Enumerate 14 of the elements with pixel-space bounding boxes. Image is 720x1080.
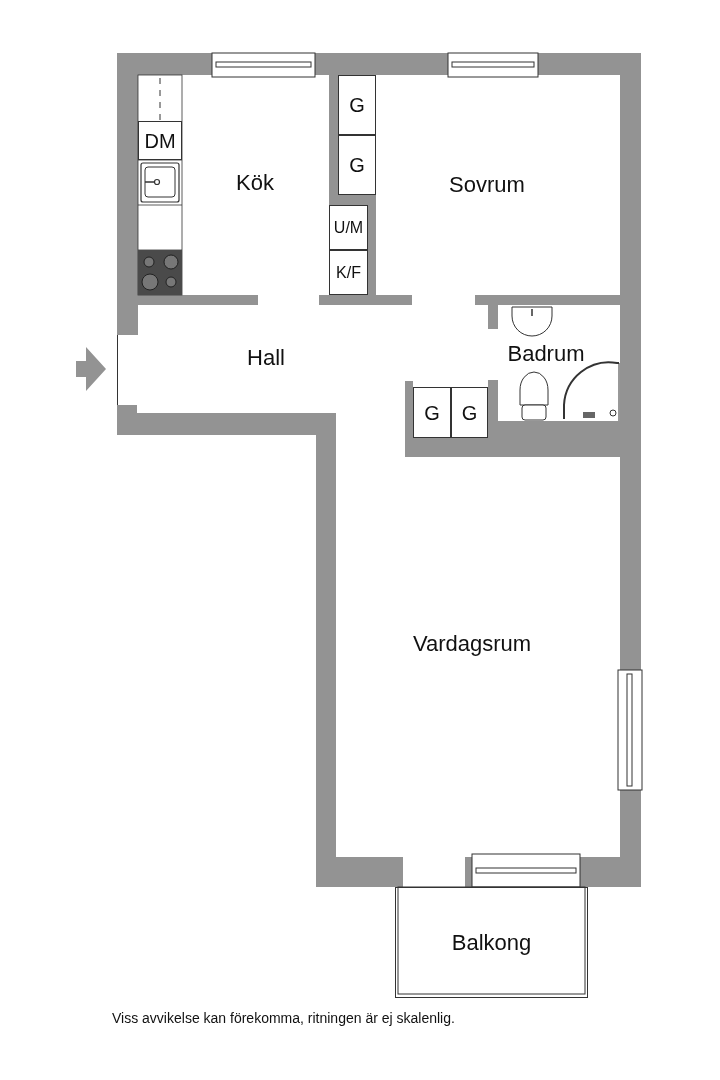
cabinet-box: G	[451, 387, 488, 438]
cabinet-box: DM	[138, 121, 182, 160]
room-name: Kök	[236, 168, 274, 197]
cabinet-box: G	[413, 387, 451, 438]
room-name: Hall	[247, 343, 285, 372]
balcony-area: Balkong	[395, 887, 588, 998]
cabinet-box: G	[338, 75, 376, 135]
cabinet-box: G	[338, 135, 376, 195]
cabinet-box: K/F	[329, 250, 368, 295]
room-name: Vardagsrum	[412, 629, 532, 658]
disclaimer-note: Viss avvikelse kan förekomma, ritningen är ej skalenlig.	[112, 1009, 455, 1028]
room-name: Sovrum	[449, 170, 525, 199]
room-name: Badrum	[507, 339, 585, 368]
cabinet-box: U/M	[329, 205, 368, 250]
